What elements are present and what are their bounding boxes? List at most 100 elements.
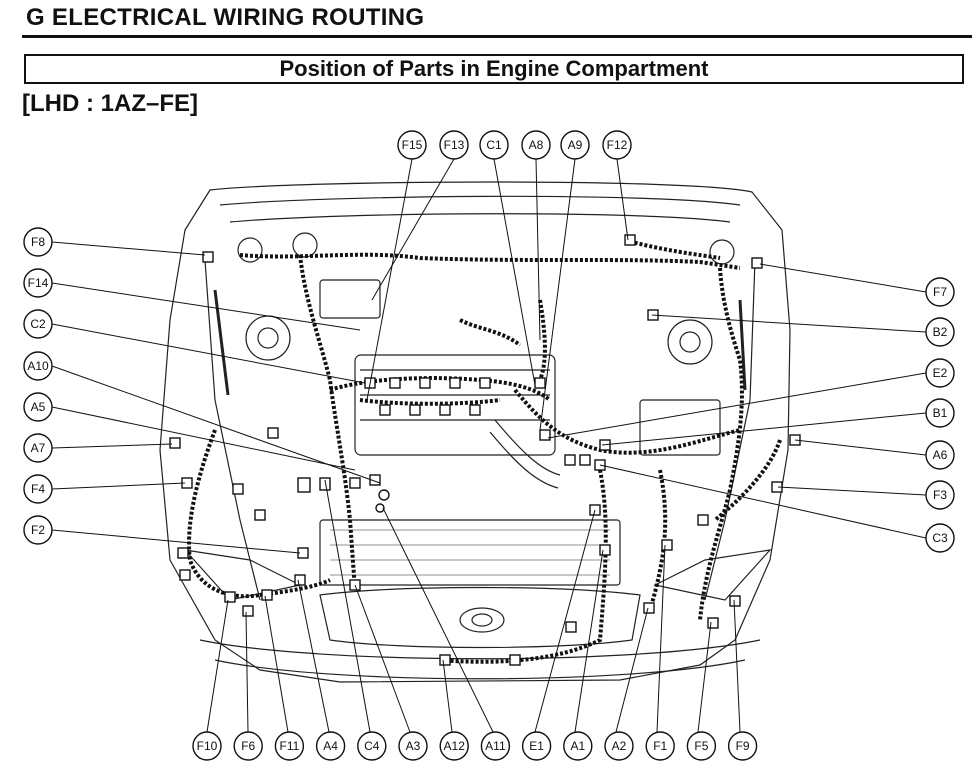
callout-f13: F13: [439, 130, 469, 160]
callout-text: A2: [612, 739, 627, 753]
callout-c3: C3: [925, 523, 955, 553]
callout-text: E1: [529, 739, 544, 753]
callout-circle: [23, 227, 53, 257]
callout-text: C2: [30, 317, 46, 331]
engine-variant-label: [LHD : 1AZ–FE]: [22, 90, 198, 117]
callout-text: A7: [31, 441, 46, 455]
callout-f2: F2: [23, 515, 53, 545]
callout-text: F2: [31, 523, 45, 537]
callout-text: C1: [486, 138, 502, 152]
callout-text: F4: [31, 482, 45, 496]
callout-b2: B2: [925, 317, 955, 347]
callout-text: C3: [932, 531, 948, 545]
section-title: G ELECTRICAL WIRING ROUTING: [26, 4, 425, 31]
callout-text: A3: [406, 739, 421, 753]
callout-a11: A11: [480, 731, 511, 761]
callout-text: F12: [607, 138, 628, 152]
callout-a1: A1: [563, 731, 593, 761]
callout-text: A5: [31, 400, 46, 414]
callout-f8: F8: [23, 227, 53, 257]
callout-circle: [925, 523, 955, 553]
callout-b1: B1: [925, 398, 955, 428]
callout-text: A1: [570, 739, 585, 753]
callout-circle: [274, 731, 305, 761]
callout-a10: A10: [23, 351, 53, 381]
callout-circle: [925, 358, 955, 388]
callout-circle: [925, 480, 955, 510]
callout-text: A6: [933, 448, 948, 462]
callout-a12: A12: [439, 731, 469, 761]
callout-circle: [23, 268, 53, 298]
callout-f12: F12: [602, 130, 632, 160]
callout-f15: F15: [397, 130, 427, 160]
callout-c1: C1: [479, 130, 509, 160]
callout-text: F5: [694, 739, 708, 753]
callout-f11: F11: [274, 731, 305, 761]
callout-text: F9: [736, 739, 750, 753]
callout-text: F7: [933, 285, 947, 299]
callout-text: F1: [653, 739, 667, 753]
callout-a7: A7: [23, 433, 53, 463]
callout-text: E2: [933, 366, 948, 380]
callout-circle: [925, 440, 955, 470]
callout-f3: F3: [925, 480, 955, 510]
callout-text: F13: [444, 138, 465, 152]
callout-circle: [23, 433, 53, 463]
callout-text: B2: [933, 325, 948, 339]
callout-a4: A4: [315, 731, 346, 761]
callout-circle: [727, 731, 758, 761]
callout-circle: [563, 731, 593, 761]
callout-circle: [604, 731, 634, 761]
callout-circle: [521, 130, 551, 160]
callout-f9: F9: [727, 731, 758, 761]
callout-e2: E2: [925, 358, 955, 388]
callout-circle: [521, 731, 552, 761]
callout-circle: [925, 277, 955, 307]
callout-a8: A8: [521, 130, 551, 160]
callout-f10: F10: [192, 731, 222, 761]
callout-circle: [480, 731, 511, 761]
callout-circle: [357, 731, 387, 761]
callout-circle: [397, 130, 427, 160]
callout-circle: [439, 130, 469, 160]
callout-text: F15: [402, 138, 423, 152]
callout-circle: [645, 731, 675, 761]
callout-text: C4: [364, 739, 380, 753]
callout-text: F8: [31, 235, 45, 249]
callout-text: A12: [444, 739, 466, 753]
leader-lines: [51, 158, 927, 733]
callout-e1: E1: [521, 731, 552, 761]
callout-text: A4: [323, 739, 338, 753]
callout-circle: [925, 398, 955, 428]
callout-circle: [23, 351, 53, 381]
callout-circle: [233, 731, 263, 761]
callout-f4: F4: [23, 474, 53, 504]
connector-blocks: [169, 234, 801, 666]
vehicle-drawing: [159, 181, 791, 683]
callout-circle: [23, 515, 53, 545]
wiring-harness: [187, 238, 782, 664]
callout-circle: [23, 392, 53, 422]
callout-text: F3: [933, 488, 947, 502]
callout-text: B1: [933, 406, 948, 420]
callout-circle: [560, 130, 590, 160]
callout-f14: F14: [23, 268, 53, 298]
callout-c4: C4: [357, 731, 387, 761]
callout-a2: A2: [604, 731, 634, 761]
callout-circle: [602, 130, 632, 160]
callout-text: A11: [485, 739, 506, 753]
callout-f7: F7: [925, 277, 955, 307]
callout-a3: A3: [398, 731, 428, 761]
callout-circle: [439, 731, 469, 761]
callout-f6: F6: [233, 731, 263, 761]
callout-text: F14: [28, 276, 49, 290]
callout-circle: [925, 317, 955, 347]
callout-f5: F5: [686, 731, 717, 761]
callout-circle: [398, 731, 428, 761]
callout-text: A9: [568, 138, 583, 152]
callout-f1: F1: [645, 731, 675, 761]
callout-circle: [23, 309, 53, 339]
callout-text: F11: [280, 739, 300, 753]
